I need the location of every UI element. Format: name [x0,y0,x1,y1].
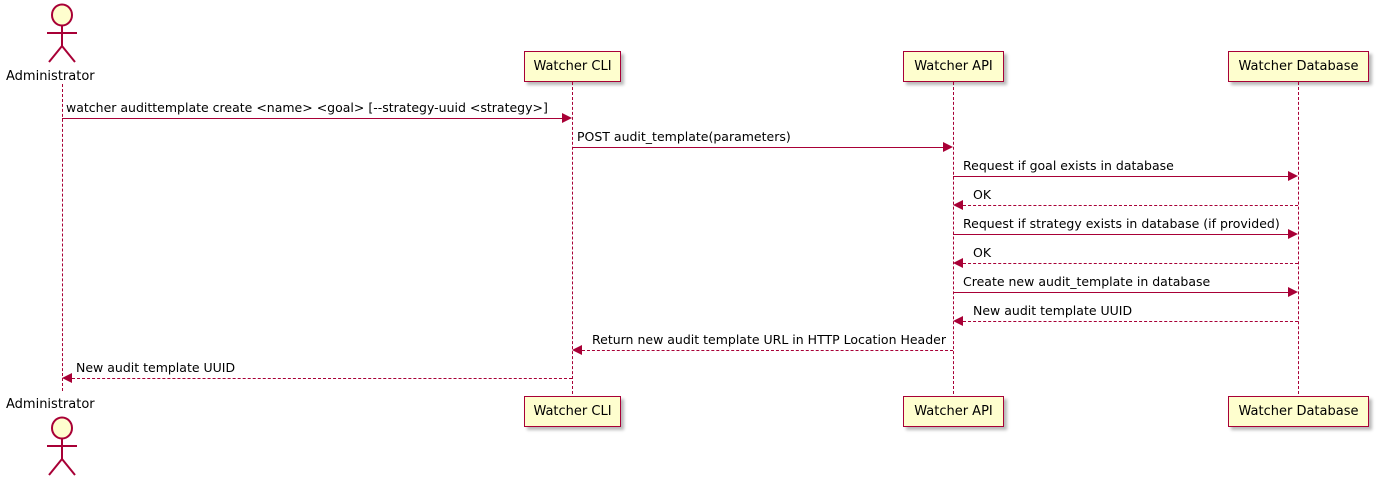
message-label-10: New audit template UUID [76,360,236,375]
message-label-7: Create new audit_template in database [963,274,1211,289]
actor-label-administrator-top: Administrator [6,69,95,84]
message-label-5: Request if strategy exists in database (… [963,216,1280,231]
message-line-8 [963,321,1298,322]
message-label-3: Request if goal exists in database [963,158,1174,173]
message-label-8: New audit template UUID [973,303,1133,318]
participant-box-watcher-database-top[interactable]: Watcher Database [1228,51,1369,82]
actor-label-administrator-bottom: Administrator [6,397,95,412]
message-arrowhead-6 [953,258,963,268]
participant-box-watcher-database-bottom[interactable]: Watcher Database [1228,396,1369,427]
message-label-6: OK [973,245,992,260]
message-arrowhead-2 [943,142,953,152]
message-label-1: watcher audittemplate create <name> <goa… [66,100,548,115]
message-label-4: OK [973,187,992,202]
participant-box-watcher-cli-bottom[interactable]: Watcher CLI [524,396,621,427]
message-line-6 [963,263,1298,264]
message-arrowhead-3 [1288,171,1298,181]
participant-box-watcher-cli-top[interactable]: Watcher CLI [524,51,621,82]
message-arrowhead-5 [1288,229,1298,239]
participant-label-watcher-api-bottom: Watcher API [914,404,993,419]
message-line-5 [953,234,1288,235]
participant-label-watcher-cli-bottom: Watcher CLI [533,404,612,419]
message-line-7 [953,292,1288,293]
actor-administrator-bottom-figure [40,415,86,477]
message-arrowhead-9 [572,345,582,355]
message-line-2 [572,147,943,148]
message-arrowhead-8 [953,316,963,326]
lifeline-watcher-cli [572,82,573,394]
participant-label-watcher-api-top: Watcher API [914,59,993,74]
message-line-4 [963,205,1298,206]
lifeline-administrator [62,84,63,391]
message-arrowhead-7 [1288,287,1298,297]
message-arrowhead-1 [562,113,572,123]
participant-box-watcher-api-bottom[interactable]: Watcher API [903,396,1004,427]
lifeline-watcher-database [1298,82,1299,394]
actor-administrator-top-figure [40,2,86,64]
message-line-9 [582,350,953,351]
message-line-1 [62,118,562,119]
message-arrowhead-10 [62,373,72,383]
participant-label-watcher-cli-top: Watcher CLI [533,59,612,74]
participant-label-watcher-database-top: Watcher Database [1238,59,1359,74]
message-arrowhead-4 [953,200,963,210]
message-line-3 [953,176,1288,177]
message-line-10 [72,378,572,379]
participant-box-watcher-api-top[interactable]: Watcher API [903,51,1004,82]
message-label-9: Return new audit template URL in HTTP Lo… [592,332,946,347]
participant-label-watcher-database-bottom: Watcher Database [1238,404,1359,419]
message-label-2: POST audit_template(parameters) [577,129,791,144]
lifeline-watcher-api [953,82,954,394]
